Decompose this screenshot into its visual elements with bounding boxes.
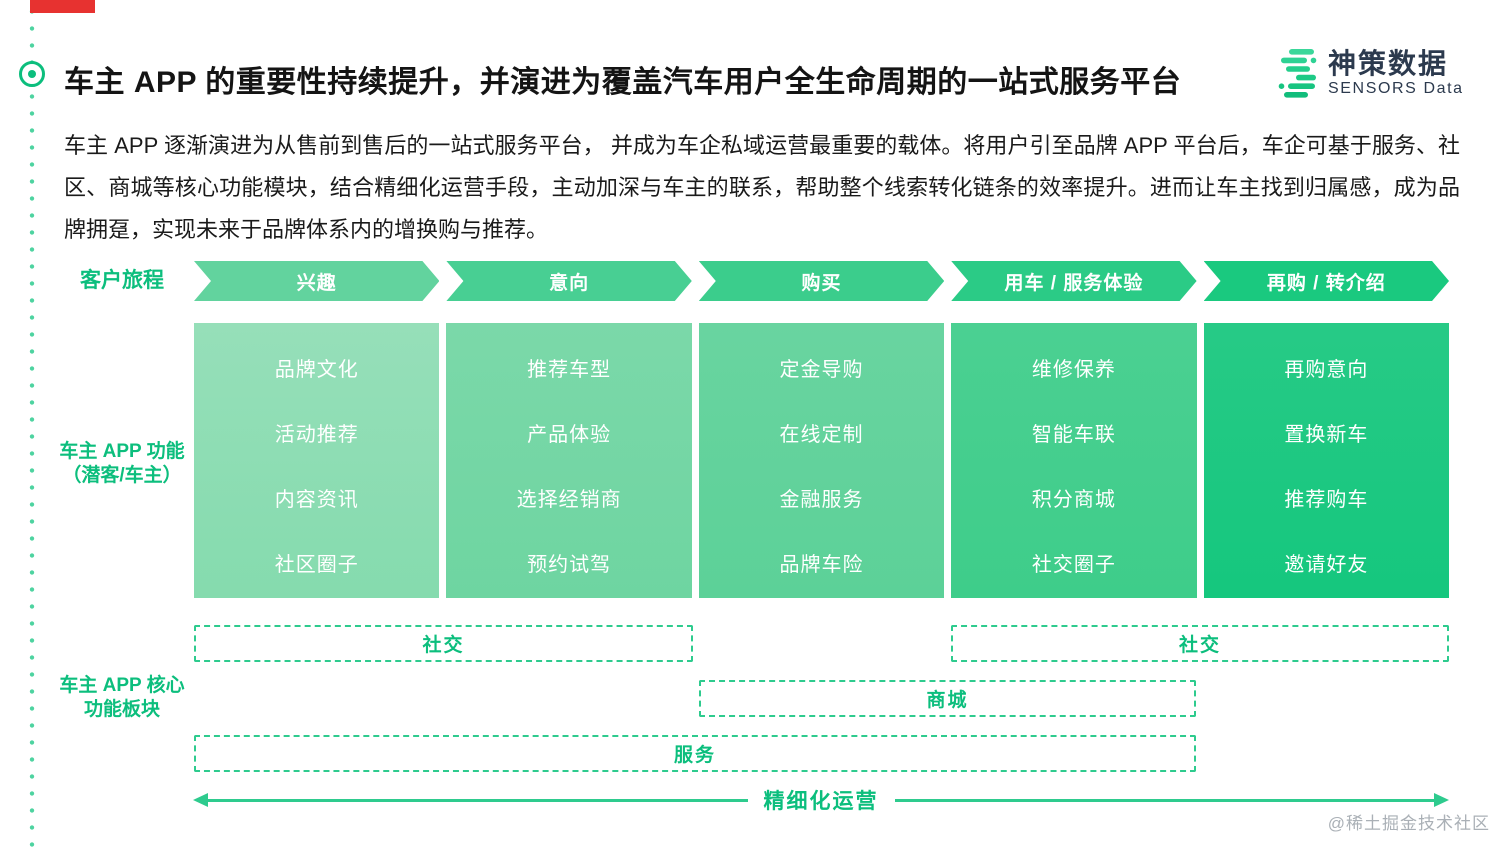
- refined-operations-label: 精细化运营: [763, 790, 879, 813]
- logo-name-en: SENSORS Data: [1328, 80, 1464, 97]
- sensors-logo-icon: [1278, 49, 1317, 98]
- feature-column-1: 推荐车型 产品体验 选择经销商 预约试驾: [446, 323, 692, 598]
- journey-stage-label: 用车 / 服务体验: [1004, 272, 1144, 294]
- module-box-service: 服务: [194, 735, 1196, 772]
- feature-item: 品牌文化: [274, 358, 359, 381]
- journey-stage-4: 再购 / 转介绍: [1204, 261, 1449, 301]
- red-flag-mark: [30, 0, 95, 13]
- bullseye-icon: [19, 61, 45, 87]
- feature-item: 产品体验: [527, 423, 612, 446]
- feature-column-2: 定金导购 在线定制 金融服务 品牌车险: [698, 323, 945, 598]
- modules-side-label: 车主 APP 核心 功能板块: [59, 675, 185, 720]
- feature-item: 选择经销商: [516, 488, 622, 511]
- journey-stage-1: 意向: [446, 261, 691, 301]
- sensors-data-logo: 神策数据 SENSORS Data: [1278, 48, 1464, 100]
- feature-item: 社交圈子: [1031, 553, 1116, 576]
- page-title: 车主 APP 的重要性持续提升，并演进为覆盖汽车用户全生命周期的一站式服务平台: [64, 66, 1182, 99]
- watermark: @稀土掘金技术社区: [1327, 814, 1490, 833]
- feature-columns-row: 品牌文化 活动推荐 内容资讯 社区圈子 推荐车型 产品体验 选择经销商 预约试驾…: [194, 323, 1450, 598]
- left-dotted-guide: [29, 0, 35, 851]
- arrow-line: [894, 798, 1434, 802]
- journey-stage-label: 兴趣: [296, 272, 337, 294]
- journey-stages-row: 兴趣 意向 购买 用车 / 服务体验 再购 / 转介绍: [194, 261, 1449, 301]
- logo-name-cn: 神策数据: [1328, 48, 1449, 79]
- feature-item: 智能车联: [1031, 423, 1116, 446]
- feature-item: 推荐购车: [1284, 488, 1369, 511]
- arrow-line: [208, 798, 748, 802]
- journey-stage-label: 意向: [549, 272, 590, 294]
- feature-item: 定金导购: [779, 358, 864, 381]
- feature-item: 维修保养: [1031, 358, 1116, 381]
- feature-item: 积分商城: [1031, 488, 1116, 511]
- feature-item: 品牌车险: [779, 553, 864, 576]
- journey-row-label: 客户旅程: [80, 269, 164, 292]
- feature-column-4: 再购意向 置换新车 推荐购车 邀请好友: [1203, 323, 1450, 598]
- feature-item: 社区圈子: [274, 553, 359, 576]
- intro-paragraph: 车主 APP 逐渐演进为从售前到售后的一站式服务平台， 并成为车企私域运营最重要…: [64, 133, 1460, 242]
- arrow-left-head-icon: [193, 793, 208, 807]
- feature-item: 活动推荐: [274, 423, 359, 446]
- feature-column-0: 品牌文化 活动推荐 内容资讯 社区圈子: [194, 323, 440, 598]
- module-box-mall: 商城: [699, 680, 1196, 717]
- journey-stage-0: 兴趣: [194, 261, 439, 301]
- feature-item: 金融服务: [779, 488, 864, 511]
- module-box-social-left: 社交: [194, 625, 693, 662]
- arrow-right-head-icon: [1434, 793, 1449, 807]
- journey-stage-label: 购买: [801, 272, 842, 294]
- feature-item: 在线定制: [779, 423, 864, 446]
- refined-operations-arrow: 精细化运营: [193, 787, 1449, 813]
- feature-column-3: 维修保养 智能车联 积分商城 社交圈子: [951, 323, 1197, 598]
- feature-item: 预约试驾: [527, 553, 612, 576]
- journey-stage-label: 再购 / 转介绍: [1266, 272, 1386, 294]
- feature-item: 再购意向: [1284, 358, 1369, 381]
- feature-item: 推荐车型: [527, 358, 612, 381]
- journey-stage-2: 购买: [699, 261, 944, 301]
- feature-item: 置换新车: [1284, 423, 1369, 446]
- module-box-social-right: 社交: [951, 625, 1449, 662]
- feature-item: 内容资讯: [274, 488, 359, 511]
- feature-item: 邀请好友: [1284, 553, 1369, 576]
- features-side-label: 车主 APP 功能 （潜客/车主）: [59, 441, 185, 486]
- journey-stage-3: 用车 / 服务体验: [951, 261, 1196, 301]
